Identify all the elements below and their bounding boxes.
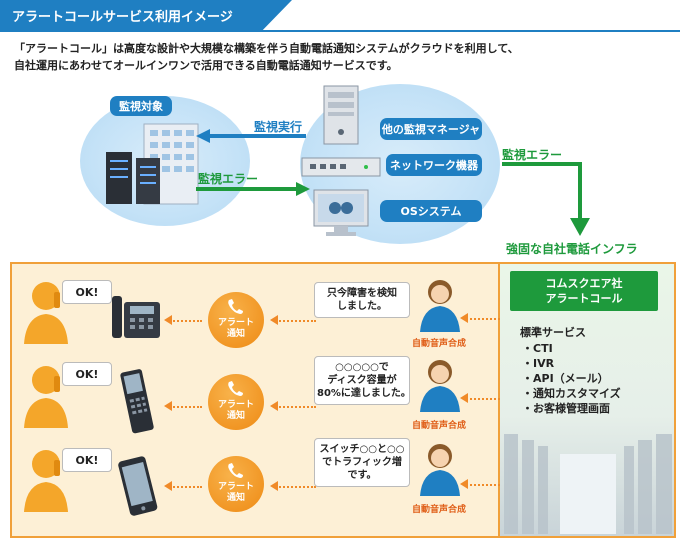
- flow-arrowhead: [164, 315, 172, 325]
- flow-arrowhead: [460, 479, 468, 489]
- manager-pill-1: 他の監視マネージャ: [380, 118, 482, 140]
- flow-arrowhead: [164, 481, 172, 491]
- notify-line-2: 通知: [226, 411, 245, 421]
- manager-pill-3: OSシステム: [380, 200, 482, 222]
- infra-arrow-icon: [502, 162, 590, 236]
- phone-icon: [228, 463, 243, 478]
- person-on-phone-icon: [24, 450, 68, 512]
- voice-message-bubble: 只今障害を検知 しました。: [314, 282, 410, 318]
- flow-dots: [466, 398, 500, 400]
- flow-arrowhead: [270, 315, 278, 325]
- service-item: ・お客様管理画面: [522, 402, 610, 415]
- service-name: アラートコール: [545, 292, 623, 305]
- monitor-error-label: 監視エラー: [198, 172, 259, 186]
- message-line: 只今障害を検知: [327, 288, 397, 299]
- ok-bubble: OK!: [62, 448, 112, 472]
- monitored-target-pill: 監視対象: [110, 96, 172, 116]
- services-heading: 標準サービス: [520, 326, 586, 339]
- title-banner: [0, 0, 292, 30]
- desk-phone-icon: [112, 296, 160, 338]
- service-item: ・通知カスタマイズ: [522, 387, 621, 400]
- company-box: コムスクエア社 アラートコール: [510, 271, 658, 311]
- monitor-exec-arrow-icon: [196, 129, 306, 143]
- voice-synthesis-label: 自動音声合成: [412, 505, 467, 515]
- alert-notify-badge: アラート 通知: [208, 374, 264, 430]
- notify-line-1: アラート: [217, 400, 254, 410]
- page-title: アラートコールサービス利用イメージ: [12, 10, 233, 25]
- tower-server-icon: [323, 85, 359, 145]
- alert-notify-badge: アラート 通知: [208, 456, 264, 512]
- mobile-phone-icon: [120, 369, 154, 434]
- flow-arrowhead: [460, 313, 468, 323]
- monitor-icon: [313, 189, 369, 236]
- monitor-error-arrow-icon: [196, 182, 310, 196]
- notify-line-2: 通知: [226, 329, 245, 339]
- notify-line-1: アラート: [217, 482, 254, 492]
- flow-dots: [276, 486, 316, 488]
- voice-synthesis-label: 自動音声合成: [412, 421, 467, 431]
- voice-synthesis-label: 自動音声合成: [412, 339, 467, 349]
- phone-icon: [228, 299, 243, 314]
- phone-icon: [228, 381, 243, 396]
- intro-line-2: 自社運用にあわせてオールインワンで活用できる自動電話通知サービスです。: [14, 59, 398, 72]
- service-item: ・API（メール）: [522, 372, 609, 385]
- message-line: ○○○○○で: [335, 362, 389, 373]
- notify-line-2: 通知: [226, 493, 245, 503]
- service-item: ・CTI: [522, 342, 553, 355]
- flow-dots: [276, 406, 316, 408]
- message-line: 80%に達しました。: [317, 388, 411, 399]
- infra-label: 強固な自社電話インフラ: [506, 242, 638, 256]
- flow-dots: [170, 406, 202, 408]
- flow-dots: [276, 320, 316, 322]
- person-on-phone-icon: [24, 366, 68, 428]
- smartphone-icon: [118, 456, 158, 516]
- right-error-label: 監視エラー: [502, 148, 563, 162]
- title-rule: [0, 30, 680, 32]
- operator-icon: [420, 360, 460, 412]
- flow-arrowhead: [460, 393, 468, 403]
- network-switch-icon: [301, 157, 381, 177]
- message-line: スイッチ○○と○○: [319, 444, 405, 455]
- message-line: ディスク容量が: [327, 375, 397, 386]
- flow-dots: [170, 486, 202, 488]
- message-line: でトラフィック増: [322, 457, 402, 468]
- manager-pill-2: ネットワーク機器: [386, 154, 482, 176]
- ok-bubble: OK!: [62, 362, 112, 386]
- operator-icon: [420, 280, 460, 332]
- operator-icon: [420, 444, 460, 496]
- company-name: コムスクエア社: [545, 277, 623, 290]
- alert-notify-badge: アラート 通知: [208, 292, 264, 348]
- voice-message-bubble: ○○○○○で ディスク容量が 80%に達しました。: [314, 356, 411, 405]
- flow-arrowhead: [164, 401, 172, 411]
- flow-arrowhead: [270, 481, 278, 491]
- flow-dots: [170, 320, 202, 322]
- person-on-phone-icon: [24, 282, 68, 344]
- flow-arrowhead: [270, 401, 278, 411]
- monitor-exec-label: 監視実行: [254, 120, 303, 134]
- voice-message-bubble: スイッチ○○と○○ でトラフィック増 です。: [314, 438, 410, 487]
- service-item: ・IVR: [522, 357, 555, 370]
- flow-dots: [466, 318, 500, 320]
- flow-dots: [466, 484, 500, 486]
- message-line: しました。: [337, 301, 387, 312]
- server-building-icon: [106, 123, 199, 205]
- intro-line-1: 「アラートコール」は高度な設計や大規模な構築を伴う自動電話通知システムがクラウド…: [14, 42, 519, 55]
- message-line: です。: [347, 470, 377, 481]
- ok-bubble: OK!: [62, 280, 112, 304]
- notify-line-1: アラート: [217, 318, 254, 328]
